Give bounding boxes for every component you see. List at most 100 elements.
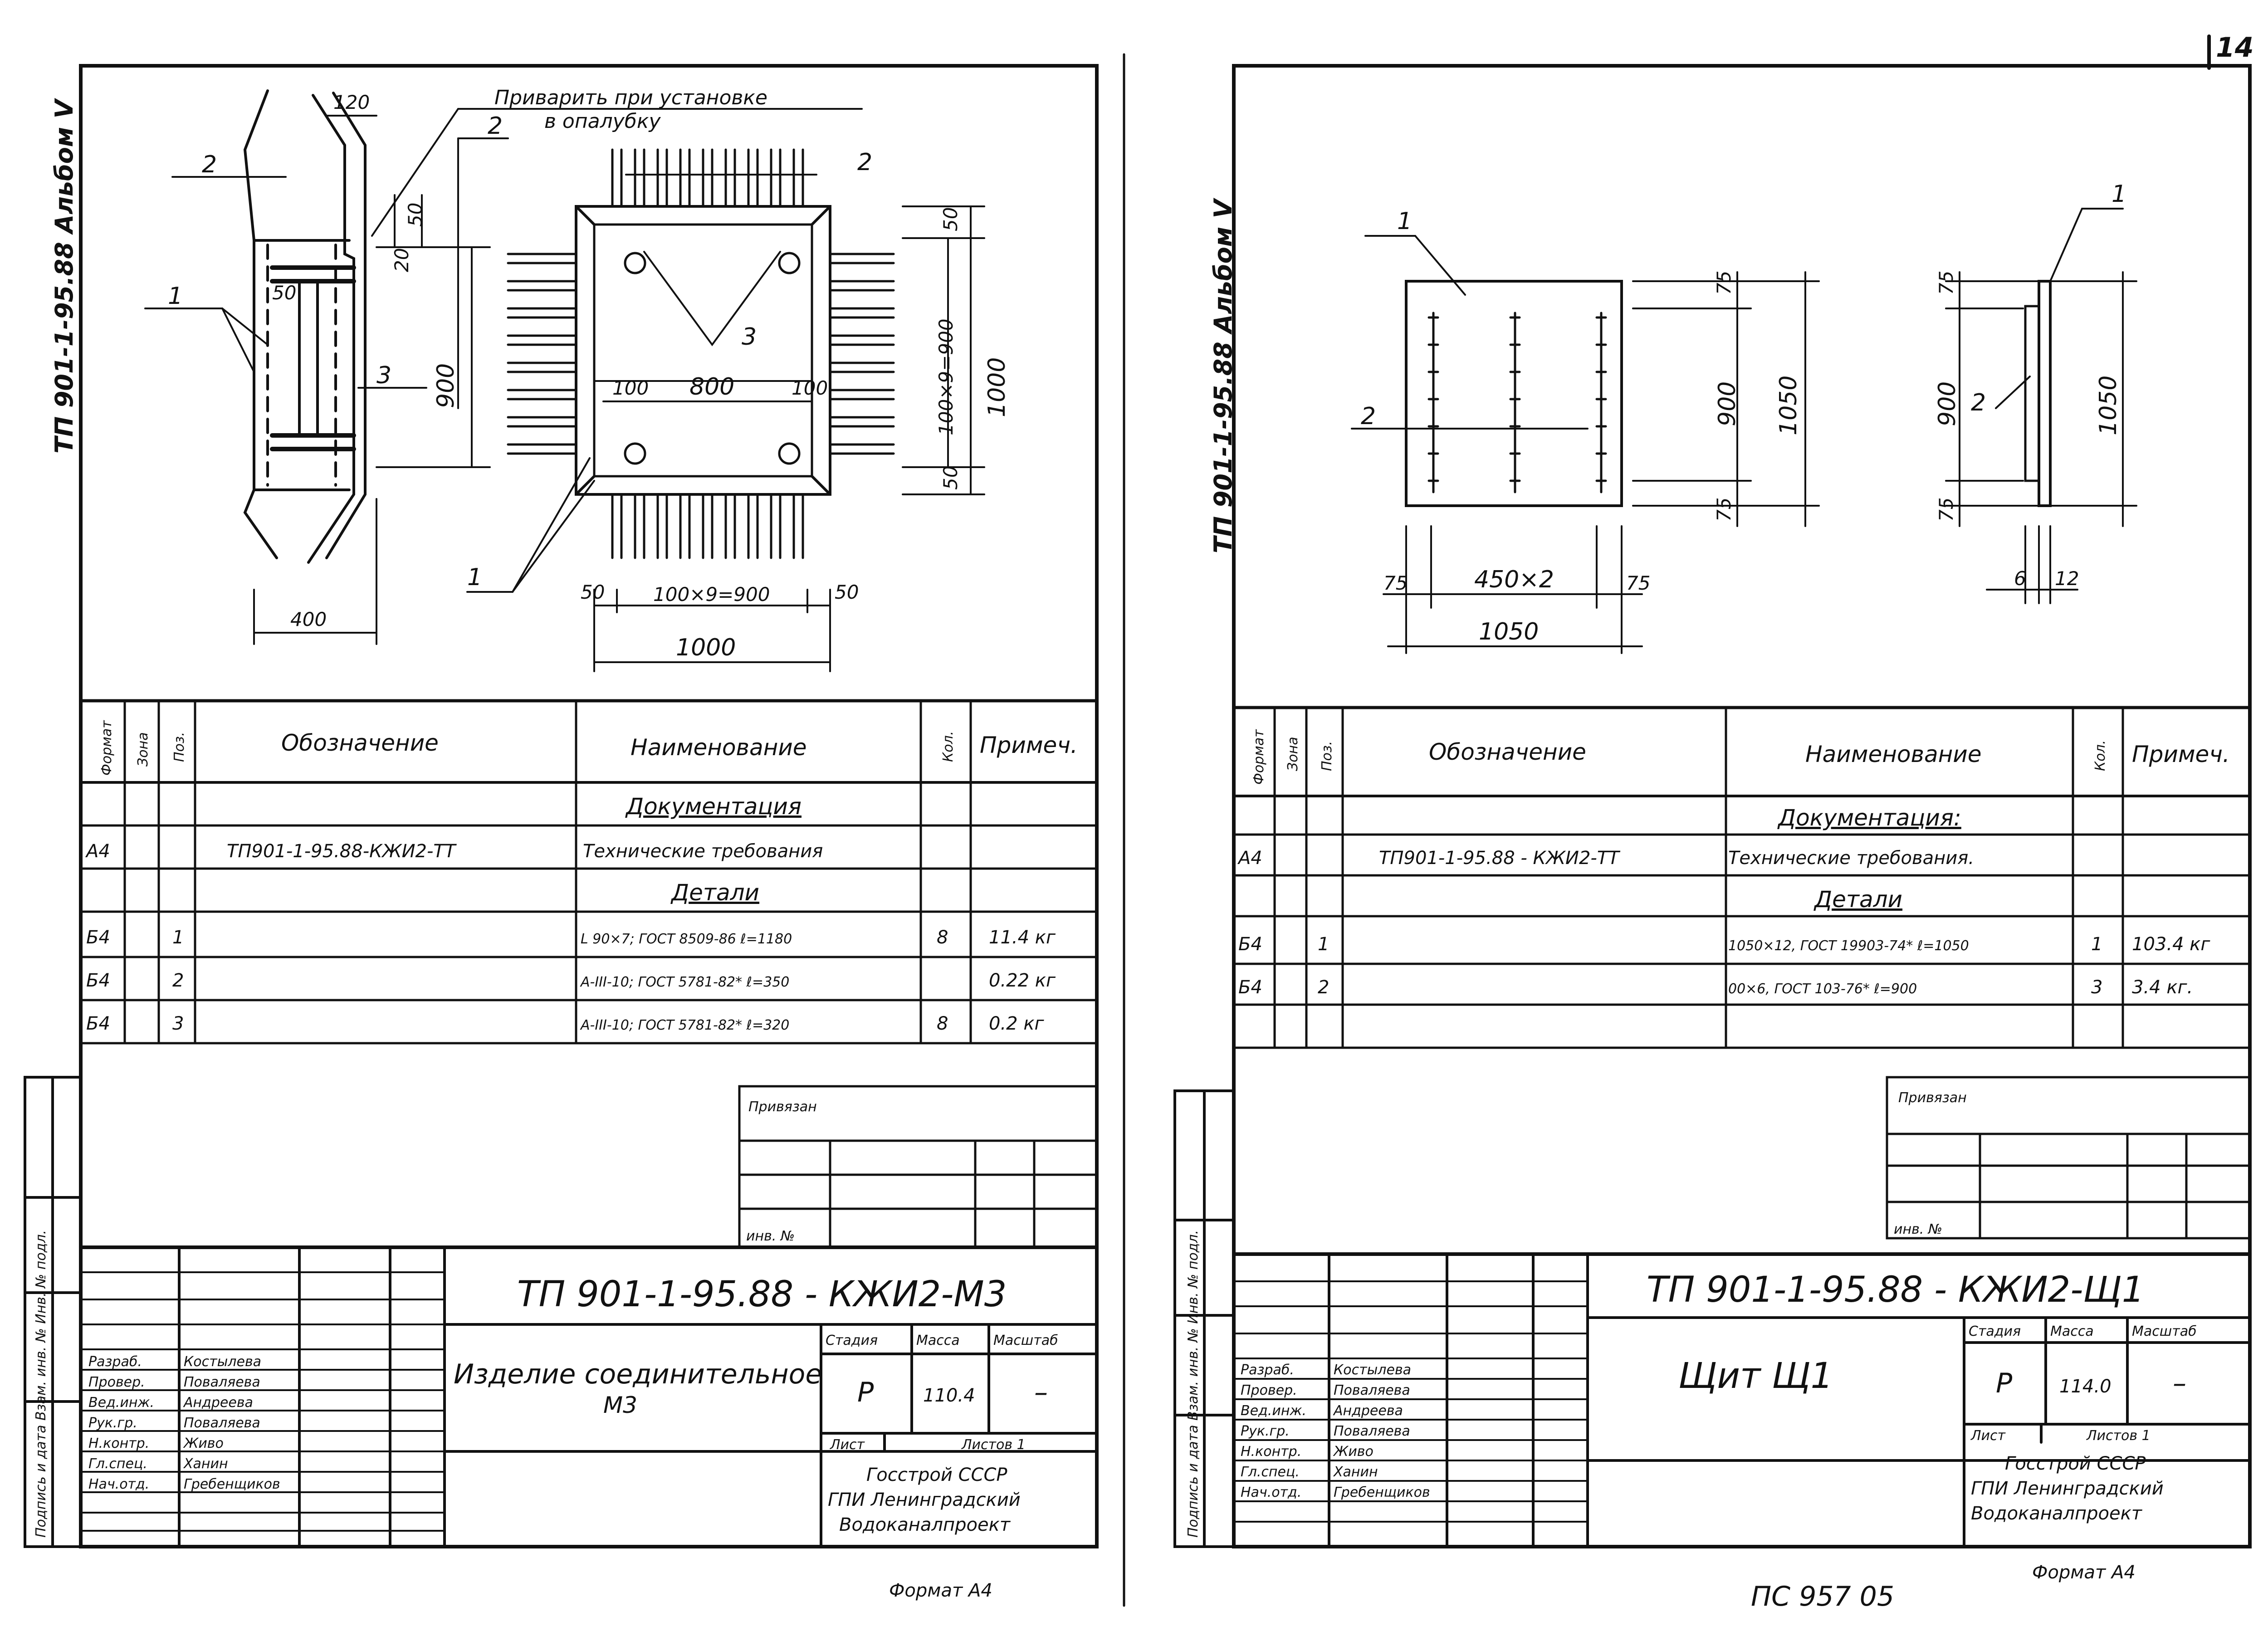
left-dim-800: 800: [689, 373, 734, 400]
right-plate-side-drawing: [2024, 280, 2052, 507]
left-doc-code: ТП 901-1-95.88 - КЖИ2-М3: [517, 1274, 1007, 1315]
left-hdr-note: Примеч.: [980, 732, 1078, 758]
right-sheets-label: Листов 1: [2086, 1428, 2151, 1444]
left-label-3a: 3: [376, 362, 391, 389]
bottom-archive-number: ПС 957 05: [1751, 1581, 1894, 1612]
left-row3-pos: 1: [172, 927, 184, 948]
left-hdr-designation: Обозначение: [281, 730, 439, 756]
right-dim-75c: 75: [1383, 572, 1408, 594]
right-stamp-role-0: Разраб.: [1241, 1362, 1294, 1378]
right-hdr-designation: Обозначение: [1429, 739, 1586, 765]
left-dim-50f: 50: [835, 581, 859, 603]
right-hdr-note: Примеч.: [2132, 741, 2230, 767]
left-scale-value: –: [1034, 1377, 1048, 1408]
left-hdr-pos: Поз.: [171, 732, 187, 762]
right-scale-header: Масштаб: [2132, 1323, 2197, 1339]
left-bars-top: [611, 148, 804, 208]
right-row3-name: 1050×12, ГОСТ 19903-74* ℓ=1050: [1728, 938, 1969, 954]
left-row4-note: 0.22 кг: [989, 970, 1056, 991]
left-stage-header: Стадия: [826, 1333, 878, 1348]
left-row1-name: Технические требования: [583, 841, 823, 862]
right-stage-value: Р: [1996, 1367, 2013, 1399]
left-stamp-role-6: Нач.отд.: [88, 1476, 149, 1492]
right-dim-1050a: 1050: [1775, 376, 1802, 435]
right-dim-75d: 75: [1626, 572, 1650, 594]
right-doc-code: ТП 901-1-95.88 - КЖИ2-Щ1: [1647, 1270, 2144, 1310]
left-row2-name: Детали: [670, 879, 759, 906]
right-row4-note: 3.4 кг.: [2132, 977, 2193, 998]
left-stamp-role-4: Н.контр.: [88, 1436, 149, 1451]
left-sheets-label: Листов 1: [961, 1437, 1026, 1453]
left-dim-50e: 50: [581, 581, 605, 603]
right-label-2a: 2: [1361, 403, 1376, 430]
right-spec-table-grid: [1232, 706, 2252, 1049]
left-label-2a: 2: [202, 151, 217, 178]
left-dim-1000h: 1000: [676, 634, 736, 661]
right-row1-designation: ТП901-1-95.88 - КЖИ2-ТТ: [1379, 848, 1621, 869]
left-bars-bottom: [611, 493, 804, 559]
right-org-line1: Госстрой СССР: [2005, 1453, 2146, 1474]
left-item-name-line1: Изделие соединительное: [454, 1358, 822, 1390]
left-hdr-name: Наименование: [631, 734, 807, 761]
left-label-3b: 3: [742, 323, 757, 351]
right-row3-note: 103.4 кг: [2132, 934, 2210, 955]
left-hdr-format: Формат: [99, 720, 115, 776]
right-dim-1050c: 1050: [2095, 376, 2122, 435]
left-item-name-line2: М3: [603, 1392, 637, 1418]
left-title-block-grid: [79, 1245, 1099, 1548]
right-stage-header: Стадия: [1969, 1323, 2021, 1339]
left-weld-note-line1: Приварить при установке: [494, 86, 767, 109]
right-dim-75b: 75: [1713, 498, 1735, 522]
left-row5-note: 0.2 кг: [989, 1013, 1044, 1034]
left-weld-note-line2: в опалубку: [544, 110, 661, 133]
left-scale-header: Масштаб: [993, 1333, 1058, 1348]
right-stamp-role-1: Провер.: [1241, 1382, 1297, 1398]
left-side-stamp: Подпись и дата Взам. инв. № Инв. № подл.: [33, 1230, 49, 1538]
left-sheet-frame: [24, 64, 1099, 1548]
right-label-1a: 1: [1397, 208, 1412, 235]
left-plan-dimensions: [593, 205, 985, 672]
left-mass-header: Масса: [916, 1333, 960, 1348]
left-dim-50a: 50: [272, 282, 296, 304]
right-item-name: Щит Щ1: [1678, 1356, 1833, 1397]
right-stamp-name-2: Андреева: [1333, 1403, 1403, 1419]
right-row4-qty: 3: [2091, 977, 2102, 998]
left-dim-100b: 100: [792, 377, 828, 399]
right-mass-value: 114.0: [2059, 1376, 2112, 1397]
left-row1-format: А4: [85, 841, 110, 862]
right-plate-front-drawing: [1405, 280, 1623, 507]
right-org-line3: Водоканалпроект: [1971, 1503, 2143, 1524]
right-dim-75a: 75: [1713, 271, 1735, 295]
left-row5-qty: 8: [937, 1013, 948, 1034]
right-row3-qty: 1: [2091, 934, 2102, 955]
right-row0-name: Документация:: [1777, 805, 1961, 831]
left-stamp-role-5: Гл.спец.: [88, 1456, 147, 1472]
left-side-code: ТП 901-1-95.88 Альбом V: [50, 98, 78, 454]
right-label-2b: 2: [1971, 389, 1986, 416]
left-spec-table-grid: [79, 699, 1099, 1045]
left-stage-value: Р: [857, 1377, 874, 1408]
page-number: 14: [2216, 32, 2254, 63]
right-stamp-name-0: Костылева: [1334, 1362, 1411, 1378]
right-row4-pos: 2: [1318, 977, 1329, 998]
left-row3-qty: 8: [937, 927, 948, 948]
right-dim-75e: 75: [1935, 271, 1957, 295]
right-stamp-name-5: Ханин: [1333, 1464, 1378, 1480]
left-stamp-role-3: Рук.гр.: [88, 1415, 137, 1431]
left-angle-section-drawing: [243, 89, 367, 564]
right-dim-12: 12: [2055, 567, 2079, 590]
left-dim-400: 400: [290, 608, 327, 630]
left-row0-name: Документация: [625, 793, 802, 820]
left-row3-note: 11.4 кг: [989, 927, 1056, 948]
left-dim-1000v: 1000: [983, 357, 1011, 417]
left-bars-left: [507, 253, 577, 455]
left-dim-20: 20: [391, 248, 413, 272]
right-dim-75f: 75: [1935, 498, 1957, 522]
left-row5-format: Б4: [86, 1013, 110, 1034]
left-label-2b: 2: [488, 112, 503, 140]
right-hdr-pos: Поз.: [1319, 741, 1335, 771]
right-hdr-name: Наименование: [1805, 741, 1982, 767]
left-org-line1: Госстрой СССР: [866, 1465, 1007, 1485]
right-hdr-format: Формат: [1251, 729, 1267, 785]
left-label-1b: 1: [467, 564, 482, 591]
